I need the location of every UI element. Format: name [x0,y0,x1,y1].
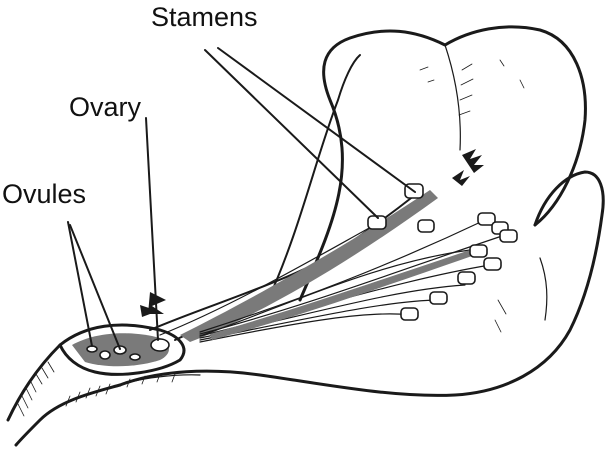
ovules-leader-line-1 [68,222,92,346]
petal-fringe [452,149,484,186]
anther [470,245,487,257]
ovule [100,351,110,359]
anther [484,258,501,270]
stamens-leader-line-2 [205,50,378,218]
ovule [151,339,169,351]
stamens-label: Stamens [151,4,258,31]
anthers [368,184,517,320]
anther [401,308,418,320]
anther [500,230,517,242]
anther [458,272,475,284]
anther [418,220,434,232]
upper-petal [268,27,585,300]
ovary-label: Ovary [69,94,141,121]
stamens-leader-line-1 [218,48,415,192]
ovary [60,292,184,374]
ovules-label: Ovules [2,181,86,208]
ovule [130,354,140,360]
ovules-leader-line-2 [70,225,120,349]
anther [430,292,447,304]
